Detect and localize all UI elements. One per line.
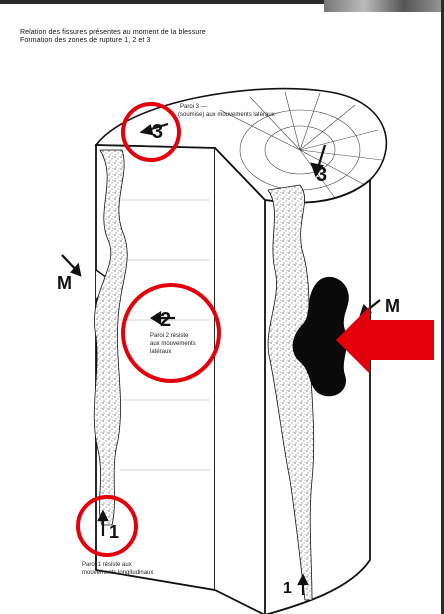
- zone1-right-label: 1: [283, 580, 292, 598]
- m-right-label: M: [385, 296, 400, 317]
- zone2-text-line3: latéraux: [150, 349, 171, 356]
- zone2-text-line2: aux mouvements: [150, 341, 196, 348]
- zone3-text-line2: (soumise) aux mouvements latéraux: [178, 112, 275, 119]
- zone3-text-line1: Paroi 3 —: [180, 104, 207, 111]
- zone1-text-line2: mouvements longitudinaux: [82, 570, 153, 577]
- zone2-text-line1: Paroi 2 résiste: [150, 333, 188, 340]
- zone1-text-line1: Paroi 1 résiste aux: [82, 562, 132, 569]
- zone3-right-label: 3: [316, 164, 327, 187]
- m-left-label: M: [57, 273, 72, 294]
- zone3-top-label: 3: [152, 121, 163, 144]
- zone2-label: 2: [160, 309, 171, 332]
- fissure-right: [268, 185, 314, 600]
- zone1-left-label: 1: [109, 522, 119, 543]
